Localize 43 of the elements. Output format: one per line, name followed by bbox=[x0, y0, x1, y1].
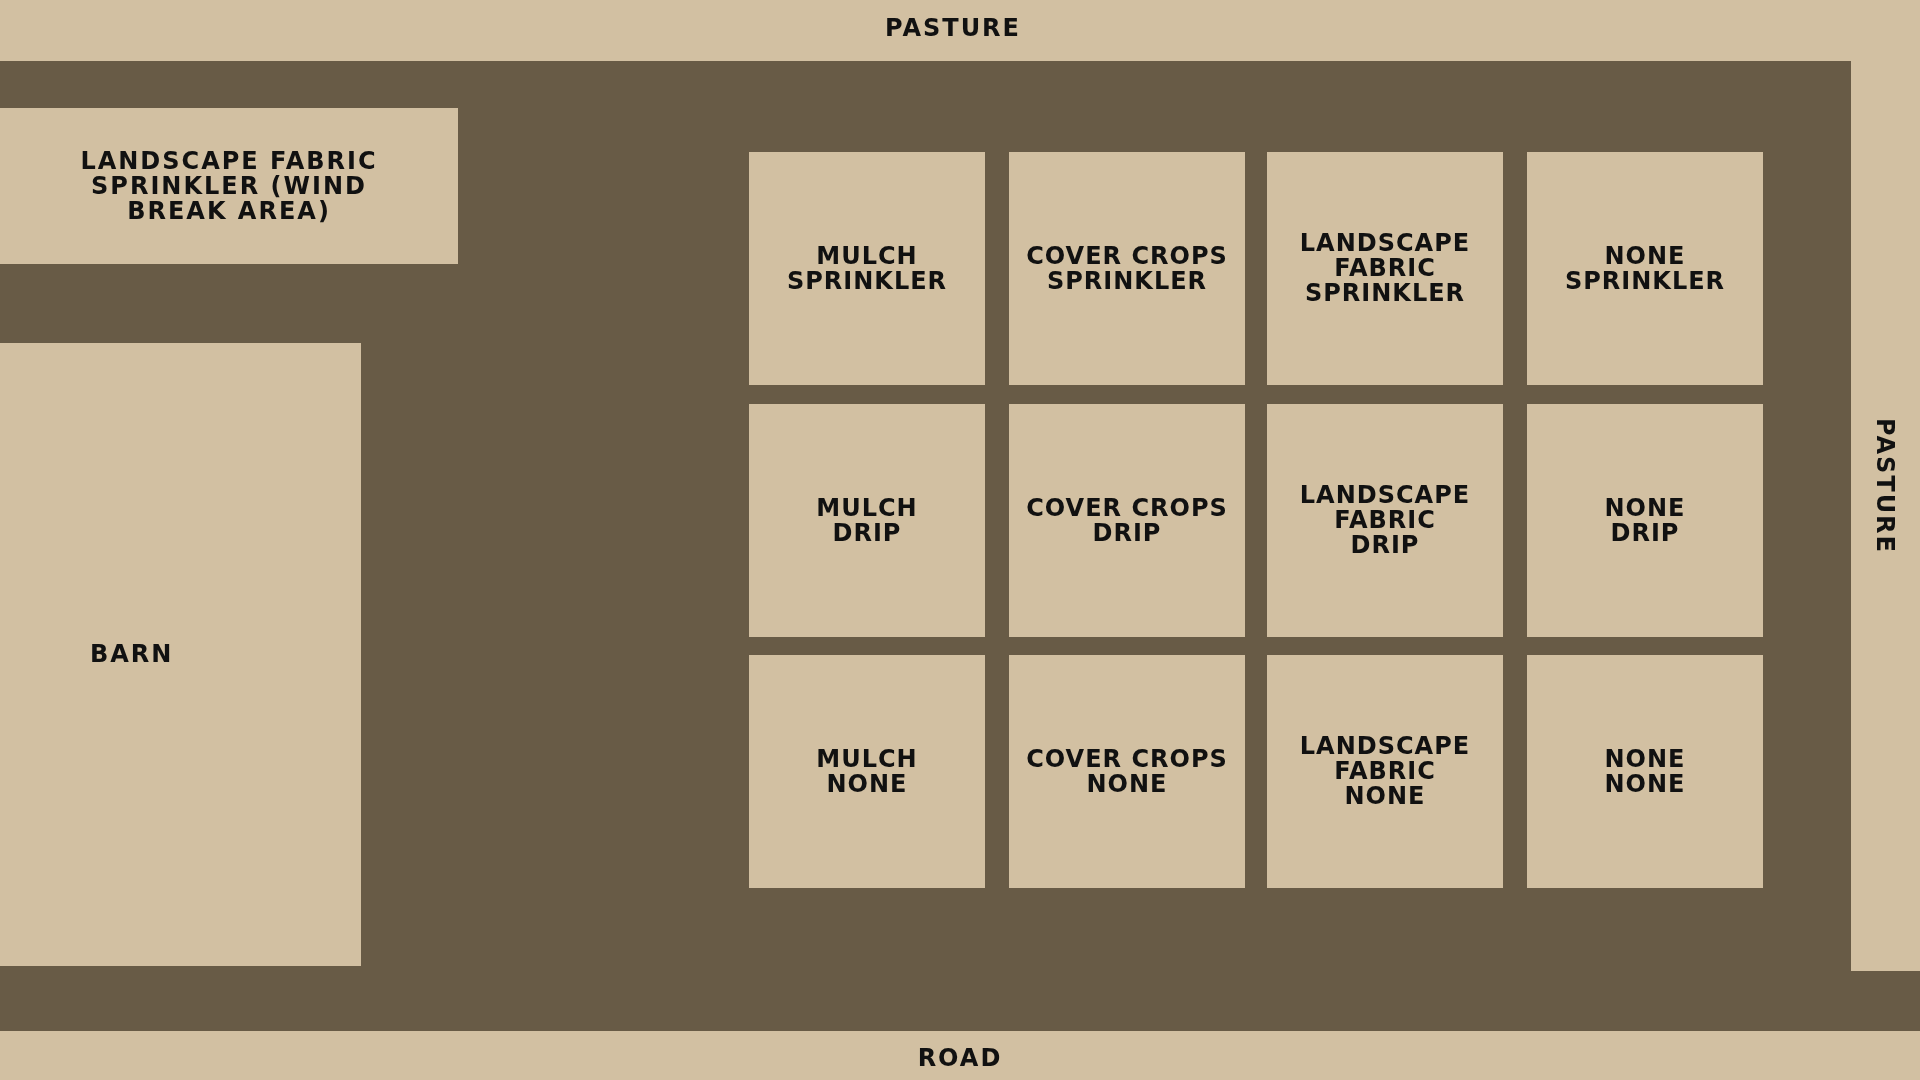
plot-area bbox=[1009, 404, 1245, 637]
plot-area bbox=[1267, 404, 1503, 637]
plot-label: COVER CROPS bbox=[1026, 746, 1228, 772]
plot-area bbox=[1009, 152, 1245, 385]
plot-label: NONE bbox=[1604, 771, 1686, 797]
boundary-label: PASTURE bbox=[1871, 418, 1899, 554]
plot-label: COVER CROPS bbox=[1026, 243, 1228, 269]
plot-label: MULCH bbox=[816, 746, 918, 772]
plot-label: LANDSCAPE FABRIC bbox=[1298, 734, 1472, 784]
plot-area bbox=[1527, 152, 1763, 385]
plot-label: DRIP bbox=[1092, 520, 1162, 546]
plot-area bbox=[749, 404, 985, 637]
plot-label: BARN bbox=[90, 642, 174, 667]
plot-label: NONE bbox=[1604, 495, 1686, 521]
plot-label: SPRINKLER bbox=[786, 268, 948, 294]
plot-label: DRIP bbox=[832, 520, 902, 546]
wind-break-plot bbox=[0, 108, 458, 264]
plot-area bbox=[749, 152, 985, 385]
plot-label: LANDSCAPE FABRIC bbox=[1298, 483, 1472, 533]
plot-label: LANDSCAPE FABRIC bbox=[1298, 231, 1472, 281]
plot-label: COVER CROPS bbox=[1026, 495, 1228, 521]
plot-label: NONE bbox=[1604, 746, 1686, 772]
plot-area bbox=[1267, 152, 1503, 385]
boundary-label: PASTURE bbox=[885, 14, 1021, 42]
plot-label: DRIP bbox=[1350, 533, 1420, 558]
plot-area bbox=[1009, 655, 1245, 888]
plot-label: LANDSCAPE FABRIC SPRINKLER (WIND BREAK AREA) bbox=[79, 148, 379, 224]
plot-label: SPRINKLER bbox=[1564, 268, 1726, 294]
plot-label: SPRINKLER bbox=[1304, 281, 1466, 306]
plot-label: DRIP bbox=[1610, 520, 1680, 546]
boundary-label: ROAD bbox=[917, 1044, 1003, 1072]
plot-label: MULCH bbox=[816, 243, 918, 269]
plot-label: NONE bbox=[1604, 243, 1686, 269]
plot-label: NONE bbox=[1086, 771, 1168, 797]
plot-label: SPRINKLER bbox=[1046, 268, 1208, 294]
barn-area bbox=[0, 343, 361, 966]
plot-label: NONE bbox=[826, 771, 908, 797]
plot-area bbox=[1267, 655, 1503, 888]
plot-label: MULCH bbox=[816, 495, 918, 521]
plot-area bbox=[749, 655, 985, 888]
plot-area bbox=[1527, 655, 1763, 888]
plot-area bbox=[1527, 404, 1763, 637]
plot-label: NONE bbox=[1344, 784, 1426, 809]
